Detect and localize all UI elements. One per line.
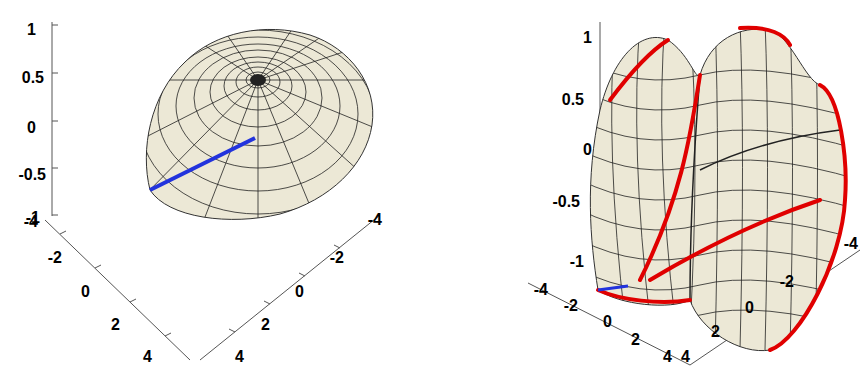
axis-tick-label: -2 xyxy=(780,274,794,290)
axes-right xyxy=(528,22,860,365)
axes-left xyxy=(45,22,380,360)
axis-tick-label: 2 xyxy=(111,317,120,333)
axis-tick-label: 0 xyxy=(81,284,90,300)
axis-tick-label: 0 xyxy=(295,284,304,300)
axis-tick-label: 4 xyxy=(235,349,244,365)
axis-tick-label: 2 xyxy=(261,317,270,333)
axis-tick-label: 0 xyxy=(27,120,36,136)
axis-tick-label: 1 xyxy=(583,30,592,46)
axis-tick-label: 4 xyxy=(143,349,152,365)
axis-tick-label: 0.5 xyxy=(22,70,44,86)
axis-tick-label: 0 xyxy=(745,300,754,316)
axis-tick-label: -2 xyxy=(330,250,344,266)
axis-tick-label: 2 xyxy=(711,324,720,340)
axis-tick-label: 0 xyxy=(603,314,612,330)
axis-tick-label: -2 xyxy=(564,298,578,314)
axis-tick-label: 0 xyxy=(583,142,592,158)
axis-tick-label: -2 xyxy=(48,250,62,266)
axis-tick-label: 4 xyxy=(663,349,672,365)
axis-tick-label: 0.5 xyxy=(562,92,584,108)
axis-tick-label: -4 xyxy=(844,236,858,252)
axis-tick-label: 1 xyxy=(27,22,36,38)
axis-tick-label: -4 xyxy=(24,214,38,230)
axis-tick-label: -1 xyxy=(570,254,584,270)
axis-tick-label: 2 xyxy=(631,332,640,348)
axis-tick-label: -4 xyxy=(534,282,548,298)
axis-tick-label: -4 xyxy=(368,212,382,228)
axis-tick-label: -0.5 xyxy=(552,194,580,210)
axis-tick-label: -0.5 xyxy=(18,167,46,183)
axis-tick-label: 4 xyxy=(681,349,690,365)
